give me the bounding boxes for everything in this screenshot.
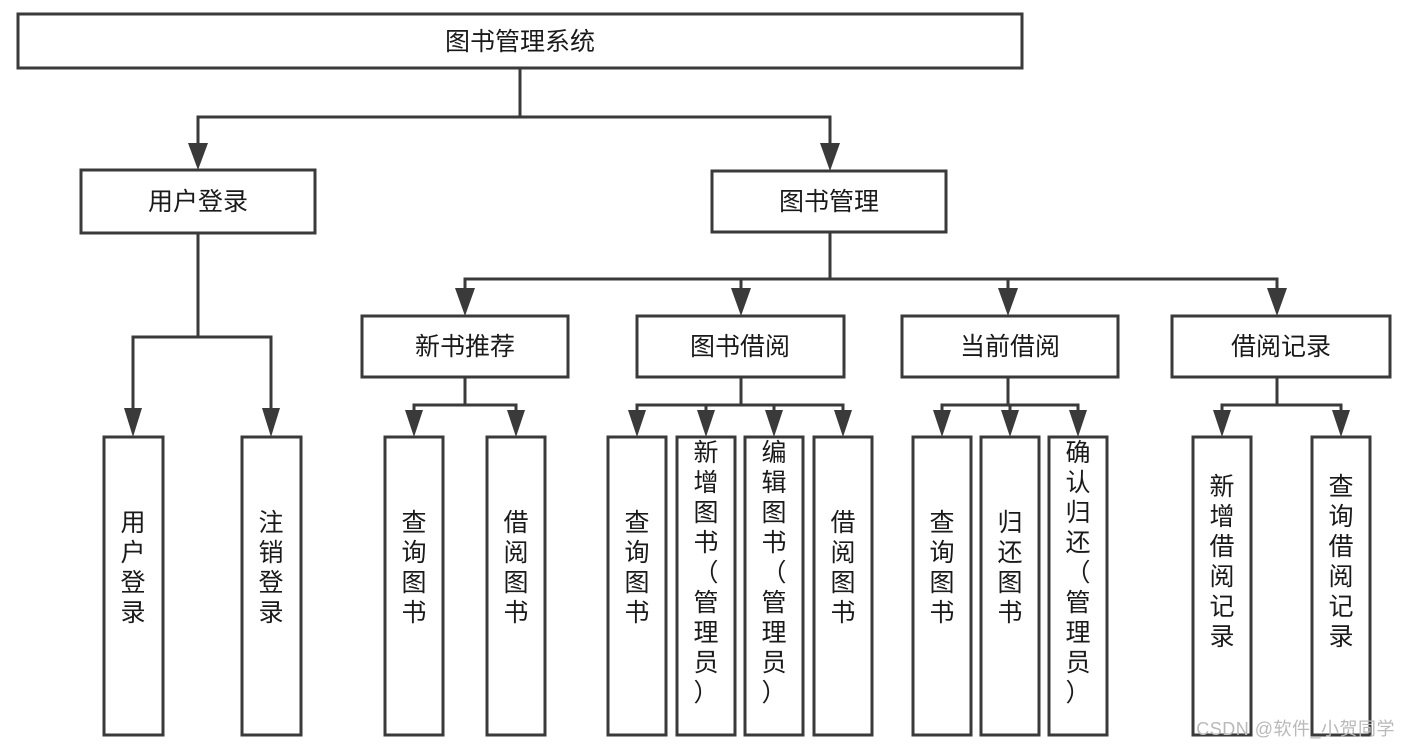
node-leaf-logout-login[interactable]: 注销登录 (240, 435, 303, 737)
node-leaf-query-record[interactable]: 查询借阅记录 (1310, 435, 1372, 737)
csdn-watermark: CSDN @软件_小贺同学 (1196, 719, 1395, 739)
node-leaf-borrow-book-2-box[interactable] (812, 435, 874, 737)
node-leaf-borrow-book-1-label: 借阅图书 (503, 509, 528, 627)
node-leaf-query-book-1-box[interactable] (383, 435, 445, 737)
node-leaf-return-book-label: 归还图书 (997, 509, 1022, 627)
node-leaf-edit-book-label: 编辑图书（管理员） (761, 439, 786, 707)
arrow-head-new-book-recommend (455, 288, 475, 316)
node-leaf-user-login-box[interactable] (102, 435, 165, 737)
node-leaf-user-login-label: 用户登录 (120, 509, 145, 627)
node-leaf-query-book-3-box[interactable] (911, 435, 973, 737)
node-leaf-return-book-box[interactable] (979, 435, 1041, 737)
arrow-head-leaf-borrow-book-1 (507, 410, 525, 437)
node-leaf-query-book-2-box[interactable] (606, 435, 668, 737)
node-leaf-return-book[interactable]: 归还图书 (979, 435, 1041, 737)
node-leaf-add-book-label: 新增图书（管理员） (693, 439, 718, 707)
arrow-head-borrow-record (1267, 288, 1287, 316)
connector-group-new-book-recommend-children (405, 375, 525, 437)
node-user-login-label: 用户登录 (148, 188, 248, 216)
node-leaf-edit-book[interactable]: 编辑图书（管理员） (743, 435, 805, 737)
node-leaf-edit-book-box[interactable] (743, 435, 805, 737)
connector-group-borrow-record-children (1213, 375, 1350, 437)
node-leaf-user-login[interactable]: 用户登录 (102, 435, 165, 737)
arrow-head-current-borrow (998, 288, 1018, 316)
arrow-head-book-borrow (731, 288, 751, 316)
node-leaf-borrow-book-2-label: 借阅图书 (830, 509, 855, 627)
node-leaf-query-book-1-label: 查询图书 (401, 509, 426, 627)
node-current-borrow[interactable]: 当前借阅 (900, 314, 1120, 379)
connector-group-user-login-children (124, 231, 280, 437)
arrow-head-leaf-user-login (124, 408, 142, 437)
node-leaf-query-record-box[interactable] (1310, 435, 1372, 737)
node-leaf-confirm-return-box[interactable] (1047, 435, 1109, 737)
node-leaf-logout-login-label: 注销登录 (258, 509, 283, 627)
arrow-head-leaf-borrow-book-2 (834, 410, 852, 437)
arrow-head-leaf-confirm-return (1069, 410, 1087, 437)
node-leaf-add-book[interactable]: 新增图书（管理员） (675, 435, 737, 737)
node-leaf-logout-login-box[interactable] (240, 435, 303, 737)
node-current-borrow-box[interactable] (900, 314, 1120, 379)
node-leaf-add-record-label: 新增借阅记录 (1209, 473, 1234, 651)
node-book-manage[interactable]: 图书管理 (710, 169, 948, 234)
node-book-borrow-label: 图书借阅 (690, 333, 790, 361)
node-leaf-borrow-book-1[interactable]: 借阅图书 (485, 435, 547, 737)
connector-group-book-borrow-children (628, 375, 852, 437)
node-root-label: 图书管理系统 (445, 28, 595, 56)
node-new-book-recommend-label: 新书推荐 (415, 333, 515, 361)
node-user-login-box[interactable] (79, 168, 317, 235)
arrow-head-leaf-query-book-3 (933, 410, 951, 437)
arrow-head-book-manage (820, 143, 840, 171)
node-borrow-record-box[interactable] (1170, 314, 1392, 379)
arrow-head-leaf-query-book-2 (628, 410, 646, 437)
node-leaf-confirm-return[interactable]: 确认归还（管理员） (1047, 435, 1109, 737)
node-leaf-add-book-box[interactable] (675, 435, 737, 737)
node-borrow-record[interactable]: 借阅记录 (1170, 314, 1392, 379)
node-leaf-query-record-label: 查询借阅记录 (1328, 473, 1353, 651)
node-leaf-query-book-3-label: 查询图书 (929, 509, 954, 627)
node-current-borrow-label: 当前借阅 (960, 333, 1060, 361)
arrow-head-leaf-add-record (1213, 410, 1231, 437)
arrow-head-leaf-logout-login (262, 408, 280, 437)
arrow-head-leaf-return-book (1001, 410, 1019, 437)
connector-group-root-to-level2 (188, 66, 840, 171)
connector-group-current-borrow-children (933, 375, 1087, 437)
node-root[interactable]: 图书管理系统 (16, 12, 1024, 70)
node-root-box[interactable] (16, 12, 1024, 70)
node-leaf-query-book-3[interactable]: 查询图书 (911, 435, 973, 737)
node-leaf-query-book-2-label: 查询图书 (624, 509, 649, 627)
node-book-manage-box[interactable] (710, 169, 948, 234)
node-leaf-query-book-1[interactable]: 查询图书 (383, 435, 445, 737)
node-leaf-add-record[interactable]: 新增借阅记录 (1191, 435, 1253, 737)
node-new-book-recommend-box[interactable] (360, 314, 570, 379)
node-book-borrow[interactable]: 图书借阅 (635, 314, 846, 379)
arrow-head-leaf-edit-book (765, 410, 783, 437)
node-book-borrow-box[interactable] (635, 314, 846, 379)
node-leaf-query-book-2[interactable]: 查询图书 (606, 435, 668, 737)
connector-group-book-manage-children (455, 230, 1287, 316)
node-new-book-recommend[interactable]: 新书推荐 (360, 314, 570, 379)
arrow-head-leaf-add-book (697, 410, 715, 437)
node-leaf-add-record-box[interactable] (1191, 435, 1253, 737)
arrow-head-leaf-query-record (1332, 410, 1350, 437)
node-book-manage-label: 图书管理 (779, 188, 879, 216)
node-user-login[interactable]: 用户登录 (79, 168, 317, 235)
arrow-head-user-login (188, 143, 208, 170)
node-borrow-record-label: 借阅记录 (1231, 333, 1331, 361)
node-leaf-borrow-book-1-box[interactable] (485, 435, 547, 737)
node-leaf-borrow-book-2[interactable]: 借阅图书 (812, 435, 874, 737)
arrow-head-leaf-query-book-1 (405, 410, 423, 437)
node-leaf-confirm-return-label: 确认归还（管理员） (1065, 439, 1090, 707)
